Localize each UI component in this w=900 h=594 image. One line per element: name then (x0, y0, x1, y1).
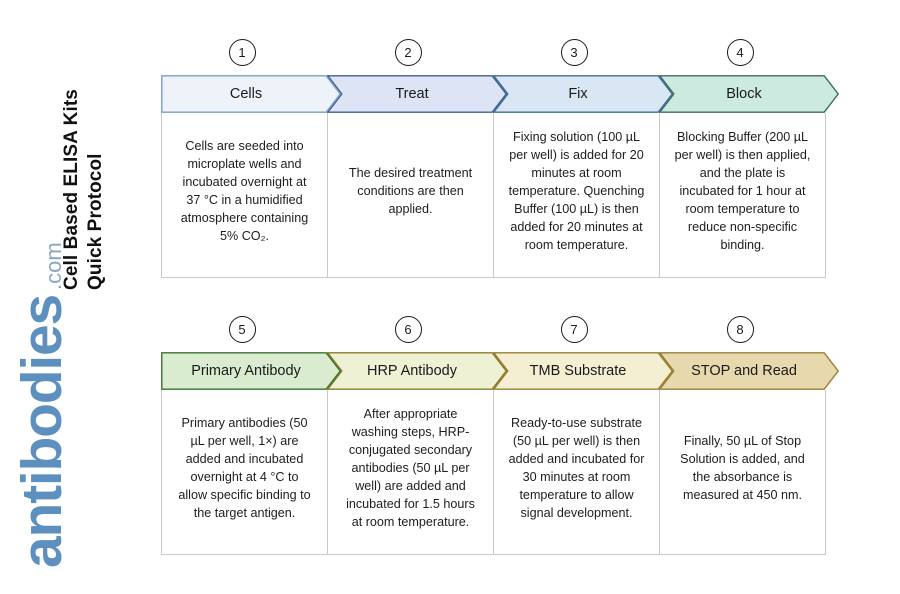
description-text-5: Primary antibodies (50 µL per well, 1×) … (178, 416, 311, 520)
protocol-step-label-5: Primary Antibody (191, 363, 301, 379)
antibodies-logo: antibodies .com (10, 242, 144, 568)
description-text-3: Fixing solution (100 µL per well) is add… (508, 130, 645, 252)
logo-wordmark: antibodies (10, 294, 74, 568)
chevron-shape-3 (493, 75, 673, 113)
step-number-badge-7: 7 (560, 316, 588, 343)
protocol-step-label-4: Block (726, 86, 762, 102)
description-text-4: Blocking Buffer (200 µL per well) is the… (674, 130, 811, 252)
chevron-shape-6 (327, 352, 507, 390)
protocol-step-label-7: TMB Substrate (529, 363, 627, 379)
protocol-step-chevron-6[interactable]: HRP Antibody (327, 352, 507, 390)
step-number-badge-6: 6 (394, 316, 422, 343)
protocol-step-label-3: Fix (568, 86, 588, 102)
chevron-shape-4 (659, 75, 839, 113)
chevron-shape-1 (161, 75, 341, 113)
protocol-step-description-6: After appropriate washing steps, HRP-con… (328, 390, 494, 554)
description-text-7: Ready-to-use substrate (50 µL per well) … (508, 416, 645, 520)
logo-domain-suffix: .com (41, 242, 66, 290)
chevron-shape-8 (659, 352, 839, 390)
page-title-text: Cell Based ELISA Kits Quick Protocol (61, 89, 107, 290)
protocol-step-label-6: HRP Antibody (366, 363, 457, 379)
protocol-step-description-4: Blocking Buffer (200 µL per well) is the… (660, 113, 825, 277)
protocol-step-label-2: Treat (395, 86, 429, 102)
description-text-8: Finally, 50 µL of Stop Solution is added… (680, 434, 805, 502)
page-title: Cell Based ELISA Kits Quick Protocol (60, 30, 116, 290)
protocol-step-description-5: Primary antibodies (50 µL per well, 1×) … (162, 390, 328, 554)
protocol-step-chevron-5[interactable]: Primary Antibody (161, 352, 341, 390)
protocol-step-description-7: Ready-to-use substrate (50 µL per well) … (494, 390, 660, 554)
chevron-shape-7 (493, 352, 673, 390)
protocol-step-chevron-7[interactable]: TMB Substrate (493, 352, 673, 390)
protocol-step-chevron-8[interactable]: STOP and Read (659, 352, 839, 390)
step-number-badge-8: 8 (726, 316, 754, 343)
description-text-2: The desired treatment conditions are the… (348, 166, 473, 216)
step-number-badge-2: 2 (394, 39, 422, 66)
protocol-step-chevron-4[interactable]: Block (659, 75, 839, 113)
step-number-badge-3: 3 (560, 39, 588, 66)
description-text-1: Cells are seeded into microplate wells a… (180, 139, 309, 243)
protocol-step-label-8: STOP and Read (691, 363, 797, 379)
description-strip-1: Cells are seeded into microplate wells a… (161, 113, 826, 278)
protocol-step-chevron-3[interactable]: Fix (493, 75, 673, 113)
description-text-6: After appropriate washing steps, HRP-con… (346, 407, 475, 529)
protocol-step-description-3: Fixing solution (100 µL per well) is add… (494, 113, 660, 277)
protocol-step-description-2: The desired treatment conditions are the… (328, 113, 494, 277)
protocol-step-chevron-2[interactable]: Treat (327, 75, 507, 113)
chevron-shape-2 (327, 75, 507, 113)
protocol-step-chevron-1[interactable]: Cells (161, 75, 341, 113)
step-number-badge-4: 4 (726, 39, 754, 66)
description-strip-2: Primary antibodies (50 µL per well, 1×) … (161, 390, 826, 555)
step-number-badge-1: 1 (228, 39, 256, 66)
protocol-step-label-1: Cells (229, 86, 263, 102)
chevron-shape-5 (161, 352, 341, 390)
protocol-step-description-1: Cells are seeded into microplate wells a… (162, 113, 328, 277)
step-number-badge-5: 5 (228, 316, 256, 343)
protocol-step-description-8: Finally, 50 µL of Stop Solution is added… (660, 390, 825, 554)
